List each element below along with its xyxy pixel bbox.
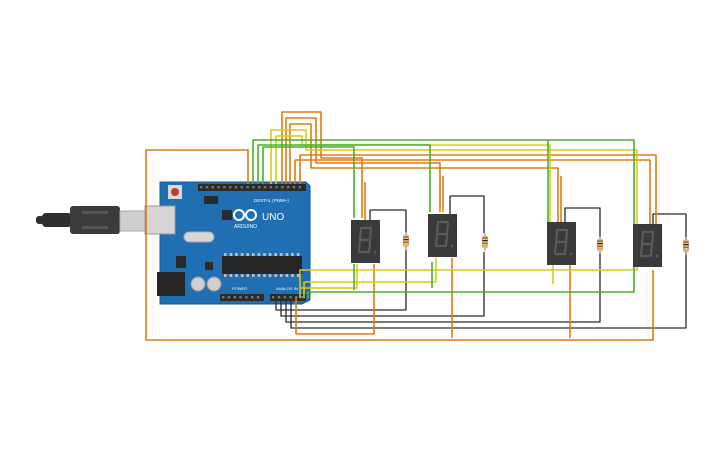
display-segment xyxy=(358,227,363,242)
display-segment xyxy=(368,227,373,242)
crystal-oscillator xyxy=(183,231,215,243)
seven-segment-display-3[interactable] xyxy=(547,222,576,265)
arduino-uno-board[interactable]: ARDUINO UNO DIGITAL (PWM~) POWER ANALOG … xyxy=(144,181,311,305)
display-segment xyxy=(564,229,569,244)
display-segment xyxy=(553,241,558,255)
display-body xyxy=(351,220,380,263)
analog-pin-header[interactable] xyxy=(270,294,306,301)
display-segment xyxy=(640,231,645,246)
resistor-icon[interactable] xyxy=(683,237,689,255)
reset-button[interactable] xyxy=(171,188,179,196)
digital-pin-header[interactable] xyxy=(198,184,306,191)
resistor-icon[interactable] xyxy=(403,232,409,250)
display-segment xyxy=(554,229,559,244)
decimal-point xyxy=(569,252,573,256)
segment-wires-green[interactable] xyxy=(252,139,635,298)
display-segment xyxy=(649,243,654,258)
ground-wires[interactable] xyxy=(275,195,687,329)
display-segment xyxy=(444,233,449,248)
power-jack xyxy=(157,272,185,296)
usb-plug-icon[interactable] xyxy=(36,206,161,234)
usb-socket xyxy=(144,205,176,235)
capacitor xyxy=(190,276,206,292)
seven-segment-display-4[interactable] xyxy=(633,224,662,267)
decimal-point xyxy=(373,250,377,254)
display-segment xyxy=(357,239,362,253)
capacitor xyxy=(206,276,222,292)
display-segment xyxy=(367,239,372,254)
board-logo-text: ARDUINO xyxy=(234,224,257,230)
digital-pins-label: DIGITAL (PWM~) xyxy=(254,198,289,203)
power-pin-header[interactable] xyxy=(220,294,264,301)
display-segment xyxy=(563,241,568,256)
segment-wires-orange[interactable] xyxy=(145,111,657,341)
seven-segment-display-2[interactable] xyxy=(428,214,457,257)
display-segment xyxy=(650,231,655,246)
display-body xyxy=(428,214,457,257)
infinity-logo-icon xyxy=(233,209,257,221)
display-body xyxy=(633,224,662,267)
microcontroller-chip xyxy=(222,256,302,274)
decimal-point xyxy=(450,244,454,248)
display-segment xyxy=(639,243,644,257)
board-model-text: UNO xyxy=(262,212,284,223)
decimal-point xyxy=(655,254,659,258)
power-pins-label: POWER xyxy=(232,286,247,291)
resistor-icon[interactable] xyxy=(482,233,488,251)
analog-pins-label: ANALOG IN xyxy=(276,286,298,291)
display-segment xyxy=(434,233,439,247)
resistor-icon[interactable] xyxy=(597,236,603,254)
display-body xyxy=(547,222,576,265)
display-segment xyxy=(435,221,440,236)
display-segment xyxy=(445,221,450,236)
seven-segment-display-1[interactable] xyxy=(351,220,380,263)
